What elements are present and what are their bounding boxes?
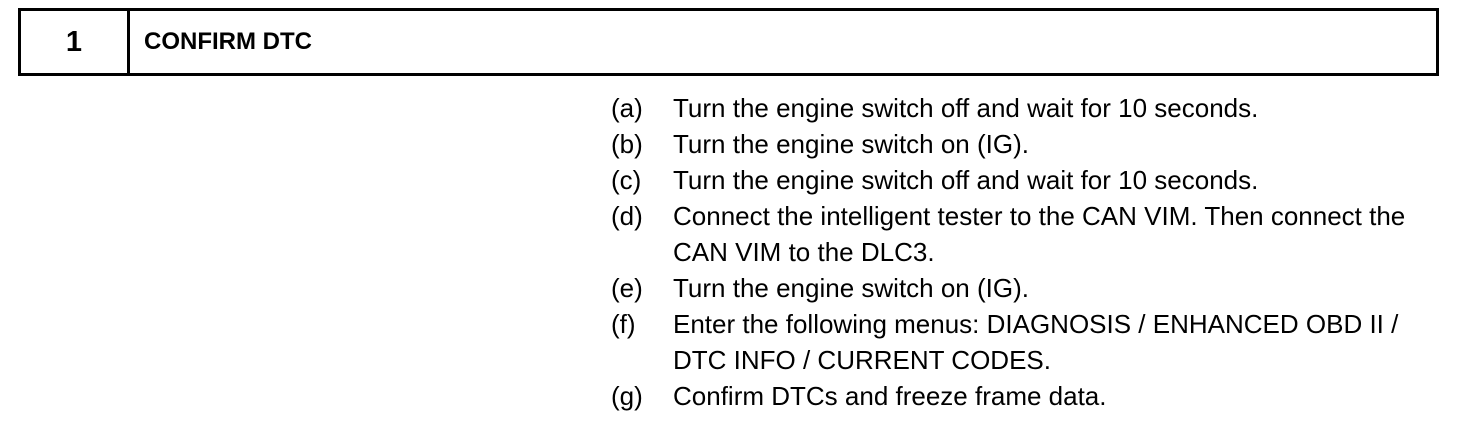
instruction-marker: (b): [611, 129, 643, 159]
instruction-item: (f) Enter the following menus: DIAGNOSIS…: [611, 306, 1431, 378]
instruction-marker: (f): [611, 309, 636, 339]
instruction-item: (c) Turn the engine switch off and wait …: [611, 162, 1431, 198]
instruction-text: Confirm DTCs and freeze frame data.: [673, 381, 1107, 411]
instruction-item: (g) Confirm DTCs and freeze frame data.: [611, 378, 1431, 414]
instruction-marker: (e): [611, 273, 643, 303]
instruction-text: Turn the engine switch on (IG).: [673, 129, 1029, 159]
instruction-item: (d) Connect the intelligent tester to th…: [611, 198, 1431, 270]
instruction-item: (b) Turn the engine switch on (IG).: [611, 126, 1431, 162]
instruction-item: (e) Turn the engine switch on (IG).: [611, 270, 1431, 306]
instruction-marker: (g): [611, 381, 643, 411]
instruction-text: Connect the intelligent tester to the CA…: [673, 201, 1406, 267]
instruction-text: Enter the following menus: DIAGNOSIS / E…: [673, 309, 1399, 375]
instruction-text: Turn the engine switch off and wait for …: [673, 165, 1259, 195]
instruction-marker: (d): [611, 201, 643, 231]
step-title: CONFIRM DTC: [144, 28, 312, 55]
step-header: 1 CONFIRM DTC: [18, 8, 1439, 76]
instruction-text: Turn the engine switch on (IG).: [673, 273, 1029, 303]
instruction-marker: (c): [611, 165, 642, 195]
instruction-text: Turn the engine switch off and wait for …: [673, 93, 1259, 123]
instruction-marker: (a): [611, 93, 643, 123]
step-number: 1: [21, 11, 130, 73]
instruction-item: (a) Turn the engine switch off and wait …: [611, 90, 1431, 126]
instruction-list: (a) Turn the engine switch off and wait …: [611, 90, 1431, 414]
